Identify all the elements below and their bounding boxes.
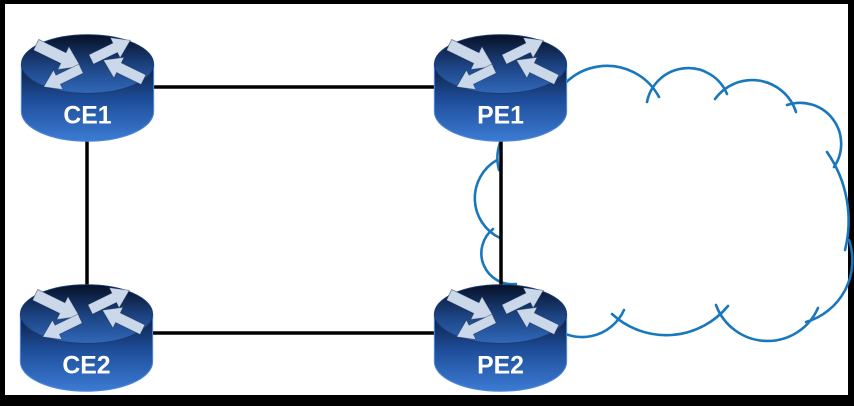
router-icon: CE2 bbox=[19, 281, 154, 392]
router-label: CE1 bbox=[63, 103, 111, 130]
router-node-ce2: CE2 bbox=[13, 281, 160, 393]
router-label: PE1 bbox=[477, 103, 524, 130]
router-node-pe2: PE2 bbox=[427, 281, 574, 393]
router-icon: PE2 bbox=[433, 281, 568, 392]
router-icon: CE1 bbox=[20, 31, 155, 142]
router-node-pe1: PE1 bbox=[427, 31, 574, 143]
router-icon: PE1 bbox=[433, 31, 568, 142]
router-label: PE2 bbox=[477, 353, 524, 380]
router-node-ce1: CE1 bbox=[14, 31, 161, 143]
router-label: CE2 bbox=[62, 353, 110, 380]
